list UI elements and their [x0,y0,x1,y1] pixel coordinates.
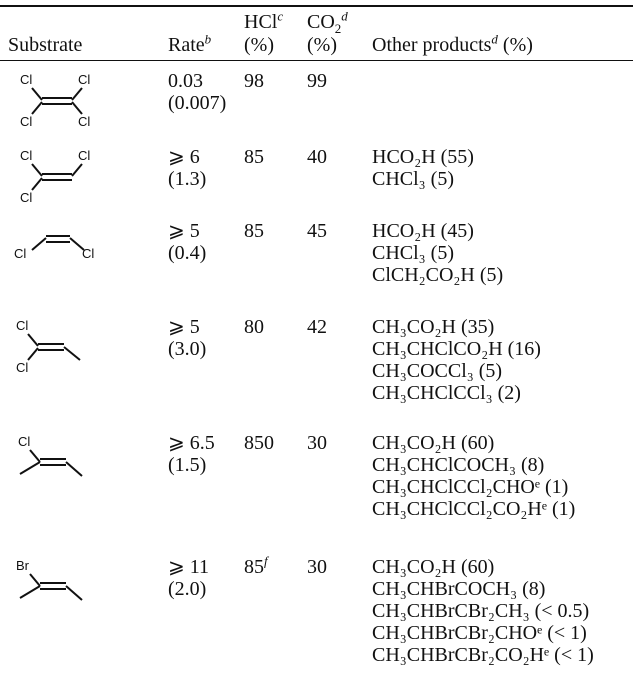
hcl-footnote: f [264,553,268,569]
rate-value: ⩾ 5 [168,316,200,338]
product-item: CHCl₃ (5) [372,242,454,264]
co2-value: 45 [307,220,327,242]
atom-label: Cl [78,72,90,87]
atom-label: Cl [14,246,26,261]
header-substrate: Substrate [8,34,82,56]
header-rate: Rateb [168,31,212,56]
product-item: CHCl₃ (5) [372,168,454,190]
product-item: ClCH₂CO₂H (5) [372,264,504,286]
hcl-value: 98 [244,70,264,92]
product-item: CH₃CHBrCBr₂CO₂Hᵉ (< 1) [372,644,594,666]
header-hcl: HClc [244,8,284,33]
hcl-value: 80 [244,316,264,338]
header-hcl-label: HCl [244,11,278,33]
atom-label: Cl [78,148,90,163]
header-co2-unit: (%) [307,34,337,56]
rate-value: ⩾ 11 [168,556,210,578]
table-top-rule [0,5,633,7]
header-co2: CO2d [307,8,348,36]
table-row: Cl Cl ⩾ 5 (3.0) 80 42 CH₃CO₂H (35) CH₃CH… [0,316,633,410]
header-hcl-footnote: c [277,8,284,24]
hcl-number: 85 [244,220,264,242]
product-item: CH₃CHClCCl₃ (2) [372,382,521,404]
header-other-unit: (%) [497,34,533,56]
atom-label: Cl [20,190,32,205]
product-item: HCO₂H (55) [372,146,474,168]
hcl-value: 85 [244,220,264,242]
rate-value: ⩾ 6.5 [168,432,215,454]
hcl-number: 98 [244,70,264,92]
trichloroethylene-structure-icon: Cl Cl Cl [20,148,90,205]
rate-alt-value: (1.3) [168,168,207,190]
table-header-rule [0,60,633,61]
atom-label: Br [16,558,30,573]
header-co2-subscript: 2 [334,21,342,36]
product-item: CH₃CO₂H (60) [372,432,495,454]
atom-label: Cl [20,114,32,129]
chlorobutene-structure-icon: Cl [18,434,83,477]
rate-value: ⩾ 6 [168,146,200,168]
product-item: CH₃CHClCO₂H (16) [372,338,541,360]
cis-dichloroethylene-structure-icon: Cl Cl [14,235,94,261]
atom-label: Cl [16,318,28,333]
product-item: HCO₂H (45) [372,220,474,242]
rate-alt-value: (0.007) [168,92,227,114]
rate-value: 0.03 [168,70,203,92]
co2-value: 42 [307,316,327,338]
rate-alt-value: (1.5) [168,454,207,476]
header-co2-label: CO [307,11,335,33]
product-item: CH₃CHBrCBr₂CHOᵉ (< 1) [372,622,587,644]
product-item: CH₃CHClCCl₂CO₂Hᵉ (1) [372,498,576,520]
atom-label: Cl [16,360,28,375]
product-item: CH₃CHBrCBr₂CH₃ (< 0.5) [372,600,590,622]
atom-label: Cl [82,246,94,261]
co2-value: 99 [307,70,327,92]
hcl-number: 80 [244,316,264,338]
table-row: Br ⩾ 11 (2.0) 85f 30 CH₃CO₂H (60) CH₃CHB… [0,553,633,674]
table-row: Cl Cl Cl ⩾ 6 (1.3) 85 40 HCO₂H (55) CHCl… [0,146,633,218]
header-other-footnote: d [491,31,498,47]
table-row: Cl Cl ⩾ 5 (0.4) 85 45 HCO₂H (45) CHCl₃ (… [0,220,633,292]
rate-alt-value: (3.0) [168,338,207,360]
atom-label: Cl [78,114,90,129]
tetrachloroethylene-structure-icon: Cl Cl Cl Cl [20,72,90,129]
header-hcl-unit: (%) [244,34,274,56]
header-other-label: Other products [372,34,492,56]
hcl-value: 85f [244,553,268,578]
co2-value: 30 [307,556,327,578]
hcl-value: 85 [244,146,264,168]
header-co2-footnote: d [341,8,348,24]
rate-alt-value: (2.0) [168,578,207,600]
co2-value: 40 [307,146,327,168]
product-item: CH₃CO₂H (35) [372,316,495,338]
header-substrate-label: Substrate [8,34,83,56]
rate-value: ⩾ 5 [168,220,200,242]
co2-value: 30 [307,432,327,454]
header-rate-label: Rate [168,34,205,56]
table-row: Cl ⩾ 6.5 (1.5) 850 30 CH₃CO₂H (60) CH₃CH… [0,432,633,526]
hcl-value: 850 [244,432,274,454]
table-row: Cl Cl Cl Cl 0.03 (0.007) 98 99 [0,70,633,142]
product-item: CH₃COCCl₃ (5) [372,360,503,382]
header-other-products: Other productsd (%) [372,31,533,56]
product-item: CH₃CHClCCl₂CHOᵉ (1) [372,476,569,498]
product-item: CH₃CHClCOCH₃ (8) [372,454,545,476]
hcl-number: 85 [244,556,264,578]
atom-label: Cl [18,434,30,449]
product-item: CH₃CO₂H (60) [372,556,495,578]
atom-label: Cl [20,148,32,163]
header-rate-footnote: b [204,31,212,47]
bromobutene-structure-icon: Br [16,558,83,601]
atom-label: Cl [20,72,32,87]
product-item: CH₃CHBrCOCH₃ (8) [372,578,546,600]
hcl-number: 85 [244,146,264,168]
dichloropropene-structure-icon: Cl Cl [16,318,81,375]
rate-alt-value: (0.4) [168,242,207,264]
hcl-number: 850 [244,432,274,454]
